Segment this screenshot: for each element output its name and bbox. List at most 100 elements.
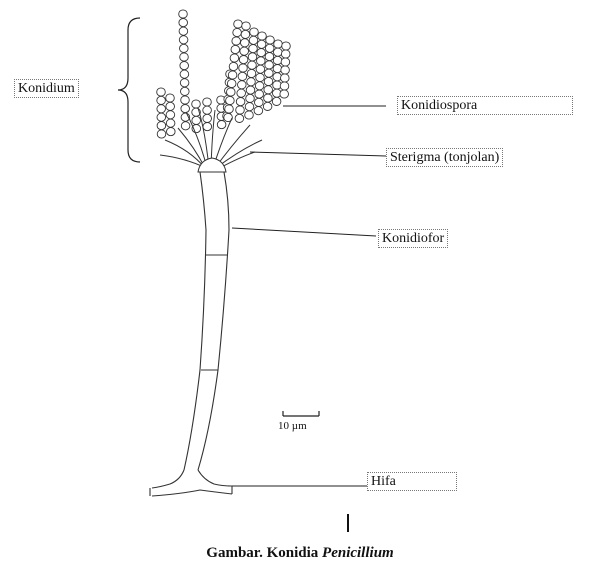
spore: [166, 127, 176, 137]
spore: [165, 110, 176, 120]
spore: [263, 76, 274, 87]
spore: [178, 26, 189, 36]
spore: [257, 31, 267, 41]
spore: [244, 102, 255, 112]
spore: [273, 47, 283, 57]
spore: [179, 61, 189, 71]
spore: [240, 29, 251, 39]
scale-bar: [282, 411, 320, 417]
spore: [178, 9, 188, 19]
metulae: [197, 157, 227, 173]
text-cursor: [347, 514, 349, 532]
spore: [202, 122, 213, 132]
label-konidiospora: Konidiospora: [397, 96, 573, 115]
spore: [255, 64, 266, 74]
spore: [165, 118, 176, 128]
spore: [234, 113, 245, 123]
spore: [156, 129, 167, 139]
spore: [216, 120, 227, 130]
spore: [156, 112, 167, 122]
spore: [179, 78, 190, 88]
label-sterigma: Sterigma (tonjolan): [386, 148, 504, 167]
spore: [280, 49, 291, 59]
spore: [229, 53, 240, 63]
spore: [263, 85, 273, 95]
spore: [248, 35, 259, 45]
spore: [264, 52, 275, 62]
spore: [225, 95, 235, 106]
spore: [179, 43, 189, 53]
spore: [254, 89, 264, 99]
spore: [244, 110, 254, 120]
spore: [279, 81, 290, 91]
spore: [247, 52, 258, 62]
spore: [256, 56, 266, 66]
spore: [249, 27, 259, 37]
spore: [264, 43, 275, 53]
spore: [245, 85, 256, 95]
spore: [281, 41, 291, 51]
spore: [263, 93, 273, 103]
spore: [265, 35, 275, 45]
caption-genus: Penicillium: [322, 545, 394, 561]
spore: [241, 21, 251, 31]
spore: [239, 46, 249, 56]
spore: [179, 69, 190, 79]
spore: [264, 68, 274, 78]
label-hifa: Hifa: [367, 472, 457, 491]
spore: [247, 60, 257, 70]
spore: [264, 60, 274, 70]
spore: [227, 70, 238, 80]
spore: [156, 121, 167, 131]
spore: [272, 55, 283, 65]
spore: [238, 63, 248, 73]
spore: [240, 38, 250, 48]
spore: [178, 35, 189, 45]
konidiofor-leader: [231, 227, 377, 237]
label-konidiofor: Konidiofor: [378, 229, 449, 248]
spore: [237, 71, 248, 81]
spore: [235, 97, 246, 107]
spore: [273, 39, 283, 49]
spore: [246, 77, 256, 87]
spore: [280, 57, 291, 67]
spore: [228, 61, 239, 72]
spore: [280, 65, 290, 75]
spore: [223, 112, 233, 123]
spore: [253, 106, 264, 116]
spore: [230, 44, 241, 55]
spore: [255, 72, 265, 83]
spore: [156, 95, 166, 105]
spore: [226, 78, 237, 89]
konidiospora-chains: [156, 9, 291, 139]
spore: [180, 86, 190, 96]
spore: [180, 95, 190, 105]
spore: [235, 105, 245, 115]
hifa-base: [149, 469, 233, 497]
spore: [202, 113, 212, 123]
spore: [226, 87, 236, 97]
spore: [224, 104, 234, 114]
spore: [233, 19, 243, 29]
spore: [279, 89, 289, 99]
spore: [191, 99, 201, 109]
spore: [271, 96, 282, 106]
label-konidium: Konidium: [14, 79, 79, 98]
spore: [165, 93, 175, 103]
konidiofor-stalk: [183, 171, 230, 471]
spore: [256, 39, 267, 49]
spore: [236, 88, 246, 98]
spore: [179, 52, 189, 62]
spore: [272, 64, 283, 74]
spore: [156, 104, 166, 114]
spore: [180, 121, 191, 131]
spore: [202, 97, 212, 107]
sterigma-leader: [249, 151, 387, 157]
spore: [280, 73, 290, 83]
spore: [245, 93, 255, 103]
spore: [238, 55, 249, 65]
spore: [248, 44, 258, 54]
konidium-bracket: [117, 17, 141, 163]
caption-prefix: Gambar. Konidia: [206, 545, 323, 561]
